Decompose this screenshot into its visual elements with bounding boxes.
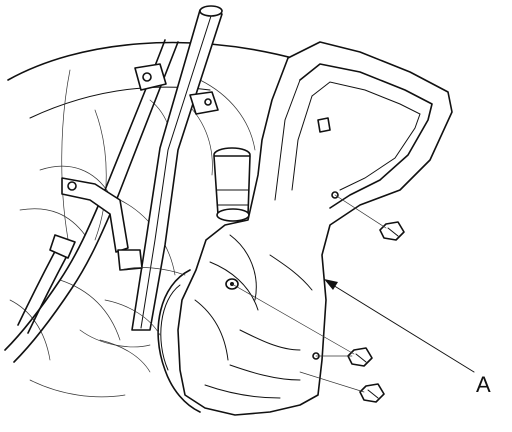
filler-pipe — [131, 5, 223, 331]
bolt-lower — [359, 383, 385, 403]
tank-flange-ring — [99, 267, 201, 413]
bolt-alignment-lines — [231, 194, 387, 393]
bolt-upper — [379, 221, 405, 241]
filler-neck-hose — [213, 147, 251, 222]
upper-bracket — [134, 63, 219, 115]
bolt-middle — [347, 347, 373, 367]
pipe-clamp-bracket — [61, 177, 143, 271]
breather-hoses — [4, 39, 179, 363]
callout-label-a: A — [476, 372, 491, 397]
splash-guard-shield — [177, 41, 453, 416]
callout-leader — [324, 279, 475, 373]
